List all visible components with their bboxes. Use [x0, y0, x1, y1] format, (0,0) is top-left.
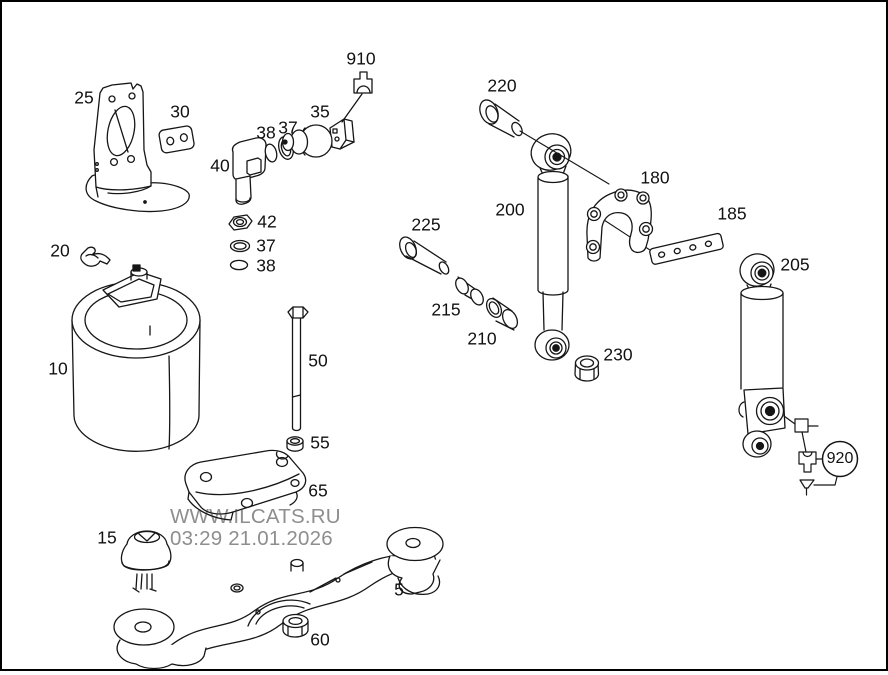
callout-5: 5	[394, 579, 404, 600]
callout-220: 220	[487, 75, 517, 96]
part-920-wiring-drawing	[783, 415, 859, 496]
part-30-plate-drawing	[158, 125, 195, 154]
part-38-ring-drawing	[264, 143, 278, 163]
callout-50: 50	[308, 350, 328, 371]
part-37b-ring-drawing	[229, 239, 251, 253]
callout-25: 25	[74, 87, 94, 108]
part-65-plate-drawing	[184, 449, 307, 521]
part-185-strip-drawing	[649, 232, 724, 265]
callout-38a: 38	[256, 122, 276, 143]
part-910-connector-drawing	[341, 71, 373, 123]
watermark: WWW.ILCATS.RU 03:29 21.01.2026	[170, 506, 341, 550]
callout-37b: 37	[256, 235, 276, 256]
part-215-bushing-drawing	[455, 276, 484, 306]
callout-38b: 38	[256, 255, 276, 276]
callout-30: 30	[170, 101, 190, 122]
callout-55: 55	[310, 432, 330, 453]
part-60-nut-drawing	[282, 613, 309, 638]
callout-37a: 37	[278, 117, 298, 138]
callout-42: 42	[257, 211, 277, 232]
callout-920: 920	[826, 450, 854, 467]
callout-910: 910	[346, 48, 376, 69]
part-55-nut-drawing	[286, 436, 304, 452]
part-180-bracket-drawing	[585, 188, 654, 262]
callout-200: 200	[495, 199, 525, 220]
part-38b-ring-drawing	[229, 259, 249, 271]
watermark-line1: WWW.ILCATS.RU	[170, 505, 341, 528]
part-210-bushing-drawing	[485, 297, 519, 331]
callout-15: 15	[97, 527, 117, 548]
callout-20: 20	[50, 240, 70, 261]
part-20-clip-drawing	[80, 246, 111, 267]
part-205-shock-drawing	[738, 253, 786, 458]
part-230-nut-drawing	[574, 355, 600, 382]
part-50-bolt-drawing	[287, 306, 309, 432]
callout-180: 180	[640, 167, 670, 188]
callout-65: 65	[308, 480, 328, 501]
callout-205: 205	[780, 254, 810, 275]
part-25-bracket-drawing	[85, 82, 190, 213]
part-40-elbow-drawing	[231, 137, 267, 205]
callout-60: 60	[310, 629, 330, 650]
part-15-bump-stop-drawing	[120, 530, 172, 593]
callout-40: 40	[210, 155, 230, 176]
part-35-valve-drawing	[281, 118, 355, 158]
part-10-air-spring-drawing	[71, 264, 201, 452]
callout-230: 230	[603, 344, 633, 365]
part-5-crossmember-drawing	[113, 526, 444, 670]
callout-210: 210	[467, 328, 497, 349]
callout-215: 215	[431, 299, 461, 320]
part-200-shock-drawing	[530, 133, 572, 361]
watermark-line2: 03:29 21.01.2026	[170, 527, 333, 550]
part-42-nut-drawing	[228, 214, 253, 231]
callout-35: 35	[310, 101, 330, 122]
callout-10: 10	[48, 358, 68, 379]
part-225-bolt-drawing	[399, 236, 450, 275]
callout-225: 225	[411, 214, 441, 235]
callout-185: 185	[717, 203, 747, 224]
part-220-bolt-drawing	[479, 99, 523, 138]
